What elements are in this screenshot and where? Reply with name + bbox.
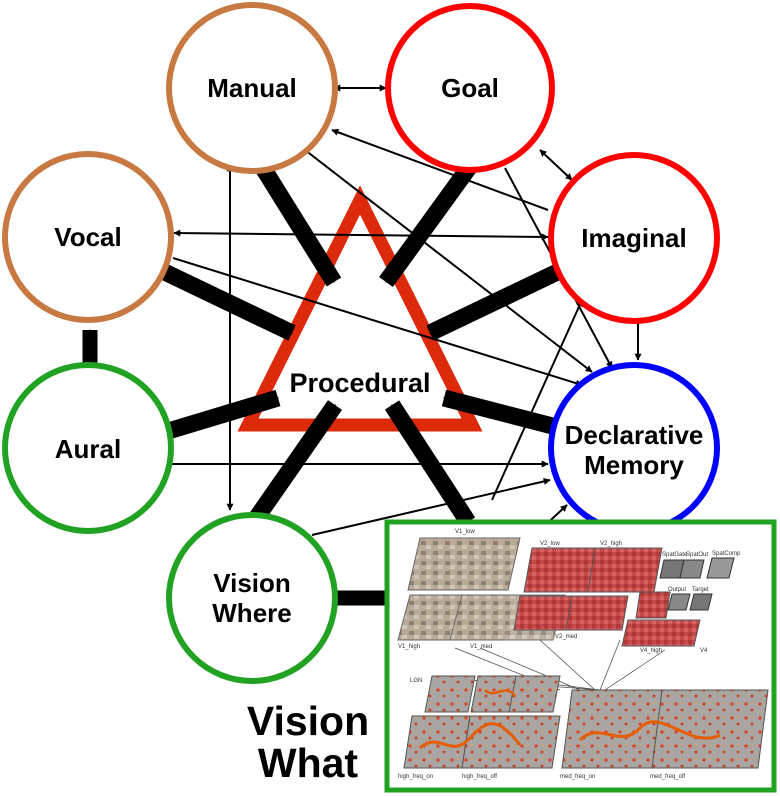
manual-label: Manual (207, 73, 297, 103)
thin-connections (172, 84, 642, 536)
v2-grids (513, 547, 701, 647)
vocal-label: Vocal (54, 222, 121, 252)
panel-label-med-freq-on: med_freq_on (560, 774, 595, 780)
node-vocal: Vocal (2, 151, 174, 323)
panel-label-v1-med: V1_med (470, 644, 492, 650)
node-imaginal: Imaginal (548, 152, 720, 324)
goal-label: Goal (441, 73, 499, 103)
arrow-goal-procedural (379, 150, 485, 287)
panel-label-high-freq-on: high_freq_on (398, 774, 433, 780)
aural-label: Aural (55, 434, 121, 464)
panel-label-v1-low: V1_low (455, 529, 475, 535)
manual-circle (166, 2, 338, 174)
vision-what-panel: V1_low V2_low V2_high SpatGate SpatOut S… (384, 519, 777, 793)
panel-label-v4: V4 (700, 648, 708, 654)
arrow-visionwhat-procedural (384, 400, 476, 527)
imaginal-circle (548, 152, 720, 324)
panel-label-high-freq-off: high_freq_off (462, 774, 497, 780)
goal-circle (385, 3, 555, 173)
panel-label-v2-high: V2_high (600, 541, 622, 547)
arrow-visionwhere-procedural (248, 400, 342, 525)
thick-connections (82, 150, 576, 606)
vision-what-label-line2: What (258, 740, 359, 786)
aural-circle (2, 362, 174, 534)
panel-label-v1-high: V1_high (398, 644, 420, 650)
vocal-circle (2, 151, 174, 323)
panel-label-spatial-out: SpatOut (686, 552, 708, 558)
panel-label-v2-low: V2_low (540, 541, 560, 547)
arrow-imaginal-procedural (426, 257, 576, 341)
panel-label-v2-med: V2_med (555, 634, 577, 640)
declarative-label-line2: Memory (584, 450, 684, 480)
panel-label-spatial-comp: SpatComp (712, 551, 741, 557)
arrow-declarative-procedural (441, 389, 571, 439)
vision-where-label-line1: Vision (213, 568, 291, 598)
panel-labels: V1_low V2_low V2_high SpatGate SpatOut S… (398, 529, 741, 780)
arrow-visionwhere-declarative (311, 478, 551, 536)
arrow-vocal-imaginal (173, 229, 549, 241)
panel-label-target: Target (692, 587, 709, 593)
spatial-squares (659, 557, 735, 611)
procedural-triangle (237, 185, 483, 432)
node-goal: Goal (385, 3, 555, 173)
arrow-goal-imaginal (539, 149, 573, 181)
declarative-label-line1: Declarative (565, 420, 704, 450)
arrow-manual-procedural (247, 150, 342, 287)
panel-label-v4-high: V4_high (640, 648, 662, 654)
arrow-aural-procedural (162, 389, 281, 441)
heatmap-planes (403, 675, 769, 769)
node-manual: Manual (166, 2, 338, 174)
procedural-label: Procedural (289, 368, 430, 398)
vision-where-circle (166, 512, 338, 684)
panel-label-lgn: LGN (410, 678, 422, 684)
vision-where-label-line2: Where (212, 598, 291, 628)
vision-what-label-line1: Vision (247, 698, 369, 744)
arrow-vocal-procedural (146, 257, 296, 341)
panel-label-med-freq-off: med_freq_off (650, 774, 686, 780)
node-declarative-memory: Declarative Memory (548, 362, 720, 534)
panel-label-output: Output (668, 587, 686, 593)
node-aural: Aural (2, 362, 174, 534)
node-vision-where: Vision Where (166, 512, 338, 684)
panel-label-spatial-gate: SpatGate (662, 552, 688, 558)
imaginal-label: Imaginal (581, 223, 686, 253)
